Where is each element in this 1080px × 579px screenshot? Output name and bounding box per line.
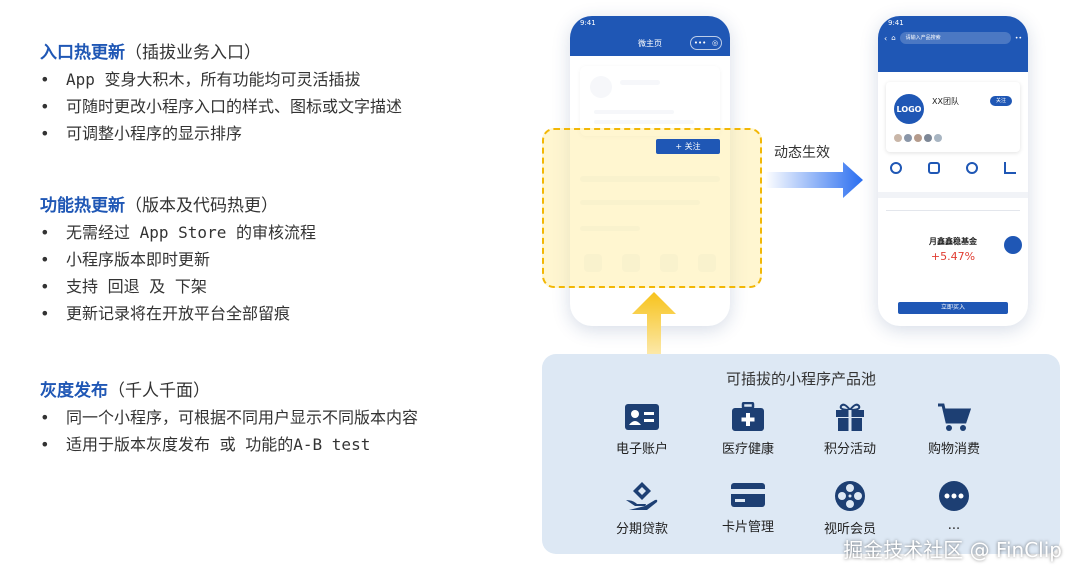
agent-avatar[interactable] bbox=[1004, 236, 1022, 254]
content-placeholder bbox=[580, 176, 720, 296]
profile-card-placeholder bbox=[580, 66, 720, 136]
entry-icon[interactable] bbox=[1004, 162, 1016, 174]
back-icon[interactable]: ‹ bbox=[884, 33, 888, 43]
section-entry-hot-update: 入口热更新（插拔业务入口） •App 变身大积木，所有功能均可灵活插拔 •可随时… bbox=[40, 40, 510, 147]
team-card: LOGO XX团队 关注 bbox=[886, 82, 1020, 152]
bullet-item: •可随时更改小程序入口的样式、图标或文字描述 bbox=[40, 97, 403, 116]
phone-title: 微主页 bbox=[638, 38, 662, 48]
section-title: 入口热更新（插拔业务入口） bbox=[40, 43, 261, 63]
loan-hand-icon bbox=[626, 482, 658, 510]
pool-item-shopping[interactable]: 购物消费 bbox=[904, 402, 1004, 457]
entry-icon[interactable] bbox=[966, 162, 978, 174]
arrow-up-icon bbox=[632, 292, 676, 392]
mini-program-pool: 可插拔的小程序产品池 电子账户 医疗健康 积分活动 bbox=[542, 354, 1060, 554]
avatar bbox=[590, 76, 612, 98]
film-reel-icon bbox=[835, 481, 865, 511]
more-menu-icon[interactable]: •• bbox=[1014, 34, 1022, 42]
more-icon bbox=[939, 481, 969, 511]
cart-icon bbox=[938, 403, 971, 431]
bullet-item: •更新记录将在开放平台全部留痕 bbox=[40, 304, 291, 323]
id-card-icon bbox=[625, 404, 659, 430]
section-title: 灰度发布（千人千面） bbox=[40, 381, 210, 401]
pool-item-loan[interactable]: 分期贷款 bbox=[592, 480, 692, 537]
phone-header: 9:41 ‹ ⌂ 请输入产品搜索 •• bbox=[878, 16, 1028, 72]
phone-mockup-before: 9:41 微主页 •••◎ bbox=[570, 16, 730, 326]
bullet-item: •适用于版本灰度发布 或 功能的A-B test bbox=[40, 435, 371, 454]
pool-item-medical[interactable]: 医疗健康 bbox=[698, 402, 798, 457]
gift-icon bbox=[836, 403, 864, 431]
pool-item-media[interactable]: 视听会员 bbox=[800, 480, 900, 537]
pluggable-entry-highlight bbox=[542, 128, 762, 288]
search-input[interactable]: 请输入产品搜索 bbox=[899, 32, 1011, 44]
section-gray-release: 灰度发布（千人千面） •同一个小程序，可根据不同用户显示不同版本内容 •适用于版… bbox=[40, 378, 480, 458]
quick-entry-row bbox=[890, 162, 1016, 174]
pool-title: 可插拔的小程序产品池 bbox=[725, 370, 876, 388]
pool-item-more[interactable]: ... bbox=[904, 480, 1004, 533]
arrow-right-icon bbox=[765, 162, 863, 198]
credit-card-icon bbox=[731, 483, 765, 507]
entry-icon[interactable] bbox=[928, 162, 940, 174]
bullet-item: •可调整小程序的显示排序 bbox=[40, 124, 243, 143]
section-feature-hot-update: 功能热更新（版本及代码热更） •无需经过 App Store 的审核流程 •小程… bbox=[40, 193, 510, 327]
fund-name: 月鑫鑫稳基金 bbox=[929, 237, 977, 246]
phone-header: 9:41 微主页 •••◎ bbox=[570, 16, 730, 56]
team-name: XX团队 bbox=[932, 97, 959, 106]
buy-button[interactable]: 立即买入 bbox=[898, 302, 1008, 314]
watermark: 掘金技术社区 @ FinClip bbox=[843, 538, 1062, 562]
medical-kit-icon bbox=[732, 402, 764, 431]
section-title: 功能热更新（版本及代码热更） bbox=[40, 196, 278, 216]
bullet-item: •App 变身大积木，所有功能均可灵活插拔 bbox=[40, 70, 361, 89]
home-icon[interactable]: ⌂ bbox=[891, 34, 896, 42]
team-follow-button[interactable]: 关注 bbox=[990, 96, 1012, 106]
member-avatars bbox=[894, 134, 942, 142]
bullet-item: •支持 回退 及 下架 bbox=[40, 277, 207, 296]
pool-item-card[interactable]: 卡片管理 bbox=[698, 480, 798, 535]
capsule-menu[interactable]: •••◎ bbox=[690, 36, 722, 50]
follow-button[interactable]: + 关注 bbox=[656, 139, 720, 154]
pool-item-points[interactable]: 积分活动 bbox=[800, 402, 900, 457]
bullet-item: •同一个小程序，可根据不同用户显示不同版本内容 bbox=[40, 408, 419, 427]
entry-icon[interactable] bbox=[890, 162, 902, 174]
logo: LOGO bbox=[894, 94, 924, 124]
bullet-item: •无需经过 App Store 的审核流程 bbox=[40, 223, 316, 242]
bullet-item: •小程序版本即时更新 bbox=[40, 250, 211, 269]
phone-mockup-after: 9:41 ‹ ⌂ 请输入产品搜索 •• LOGO XX团队 关注 月鑫鑫稳基金 … bbox=[878, 16, 1028, 326]
fund-rate: +5.47% bbox=[930, 250, 976, 263]
pool-item-e-account[interactable]: 电子账户 bbox=[592, 402, 692, 457]
dynamic-effect-label: 动态生效 bbox=[774, 145, 830, 161]
